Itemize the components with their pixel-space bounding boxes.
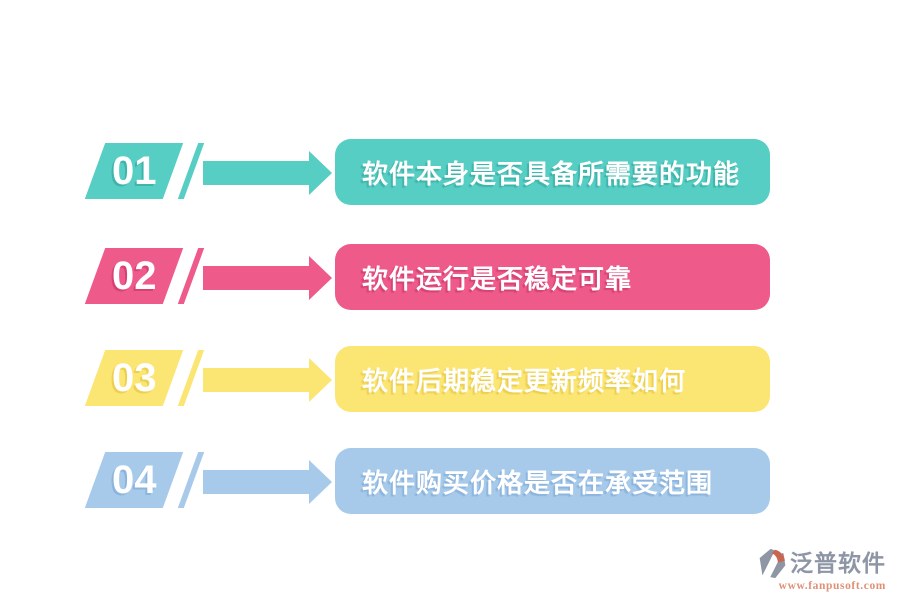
step-2-shape-sliver	[177, 248, 205, 304]
brand-url: www.fanpusoft.com	[778, 579, 886, 592]
step-row-4: 04 软件购买价格是否在承受范围	[0, 448, 900, 516]
step-4-shape-sliver	[177, 452, 205, 508]
step-4-label-box: 软件购买价格是否在承受范围	[335, 448, 770, 514]
step-1-label-box: 软件本身是否具备所需要的功能	[335, 139, 770, 205]
fanpu-logo-icon	[759, 547, 786, 580]
step-3-number: 03	[111, 356, 157, 400]
step-4-number: 04	[111, 458, 157, 502]
brand-row: 泛普软件	[746, 547, 886, 580]
right-arrow-icon	[203, 151, 332, 195]
step-2-number: 02	[111, 254, 157, 298]
step-row-1: 01 软件本身是否具备所需要的功能	[0, 139, 900, 207]
step-2-label: 软件运行是否稳定可靠	[362, 263, 633, 294]
right-arrow-icon	[203, 460, 332, 504]
right-arrow-icon	[203, 358, 332, 402]
step-1-number-shape: 01	[84, 143, 184, 199]
step-2-number-shape: 02	[84, 248, 184, 304]
step-3-number-shape: 03	[84, 350, 184, 406]
step-4-label: 软件购买价格是否在承受范围	[362, 467, 714, 498]
brand-watermark: 泛普软件 www.fanpusoft.com	[746, 547, 886, 593]
brand-name: 泛普软件	[790, 550, 886, 576]
step-row-2: 02 软件运行是否稳定可靠	[0, 244, 900, 312]
step-3-label-box: 软件后期稳定更新频率如何	[335, 346, 770, 412]
step-1-label: 软件本身是否具备所需要的功能	[362, 158, 741, 189]
step-1-number: 01	[111, 149, 157, 193]
step-3-label: 软件后期稳定更新频率如何	[362, 365, 687, 396]
step-row-3: 03 软件后期稳定更新频率如何	[0, 346, 900, 414]
step-3-shape-sliver	[177, 350, 205, 406]
step-4-number-shape: 04	[84, 452, 184, 508]
right-arrow-icon	[203, 256, 332, 300]
step-1-shape-sliver	[177, 143, 205, 199]
step-2-label-box: 软件运行是否稳定可靠	[335, 244, 770, 310]
